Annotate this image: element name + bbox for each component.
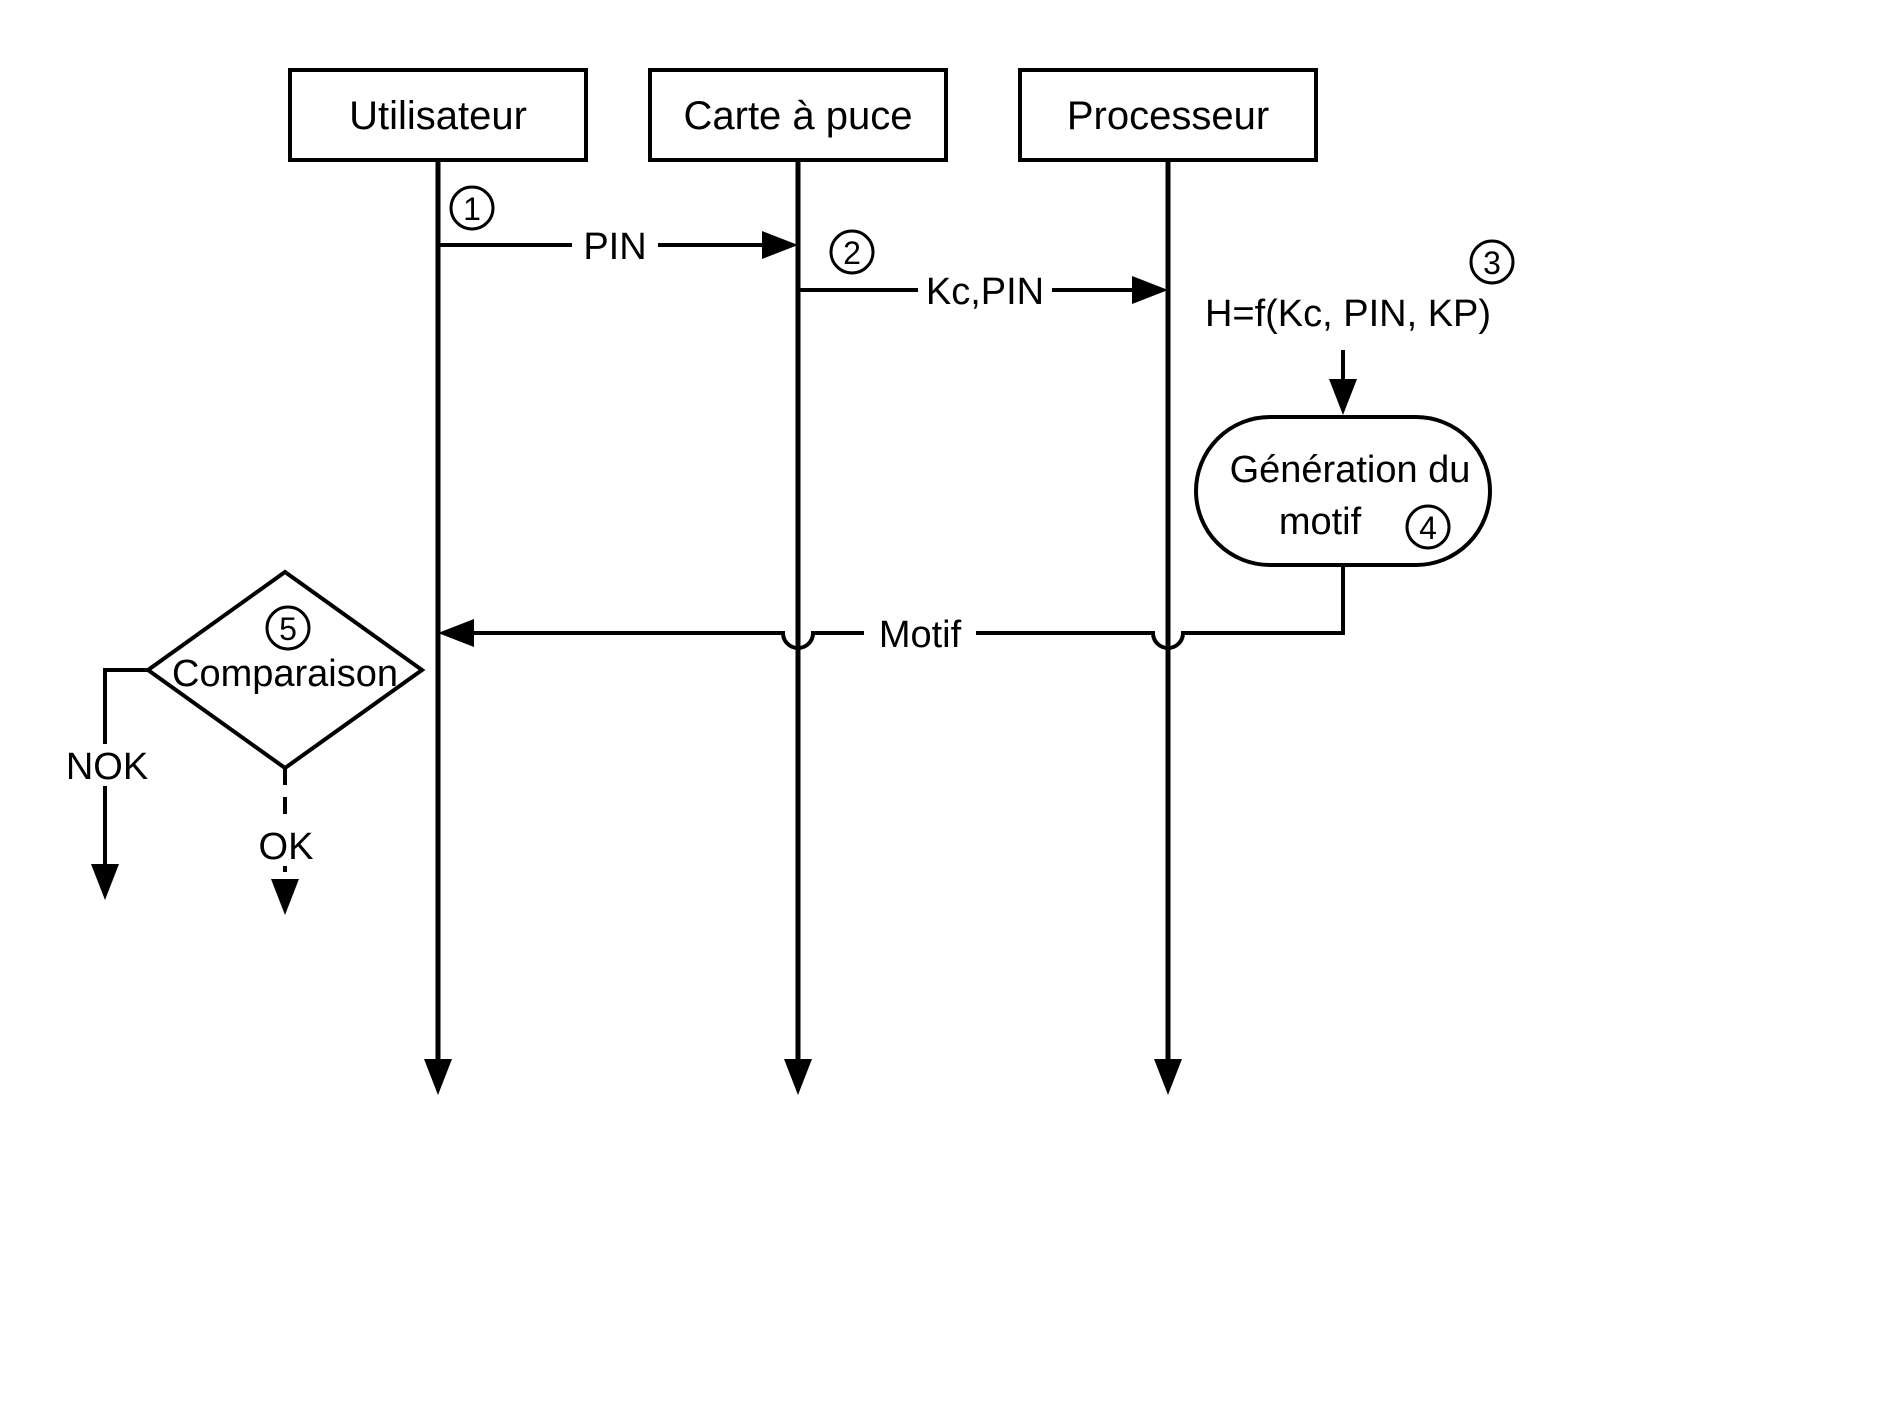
actor-label-processeur: Processeur [1067, 94, 1269, 138]
step-number-1: 1 [463, 191, 481, 227]
lifeline-processeur-arrowhead [1154, 1059, 1182, 1095]
lifeline-utilisateur-arrowhead [424, 1059, 452, 1095]
label-nok: NOK [66, 746, 148, 788]
lifeline-carte-arrowhead [784, 1059, 812, 1095]
actor-label-utilisateur: Utilisateur [349, 94, 527, 138]
label-motif: Motif [879, 614, 962, 656]
arrow-to-generation-head [1329, 379, 1357, 415]
label-pin: PIN [583, 226, 646, 268]
process-label-line1: Génération du [1230, 449, 1471, 491]
branch-nok-head [91, 864, 119, 900]
branch-ok-head [271, 879, 299, 915]
arrow-pin-head [762, 231, 798, 259]
label-kcpin: Kc,PIN [926, 271, 1044, 313]
label-ok: OK [259, 826, 314, 868]
step-number-4: 4 [1419, 510, 1437, 546]
step-number-3: 3 [1483, 245, 1501, 281]
label-hash-function: H=f(Kc, PIN, KP) [1205, 293, 1491, 335]
step-number-2: 2 [843, 235, 861, 271]
step-number-5: 5 [279, 611, 297, 647]
arrow-kcpin-head [1132, 276, 1168, 304]
decision-label: Comparaison [172, 653, 398, 695]
process-label-line2: motif [1279, 501, 1362, 543]
actor-label-carte: Carte à puce [683, 94, 912, 138]
arrow-motif-head [438, 619, 474, 647]
